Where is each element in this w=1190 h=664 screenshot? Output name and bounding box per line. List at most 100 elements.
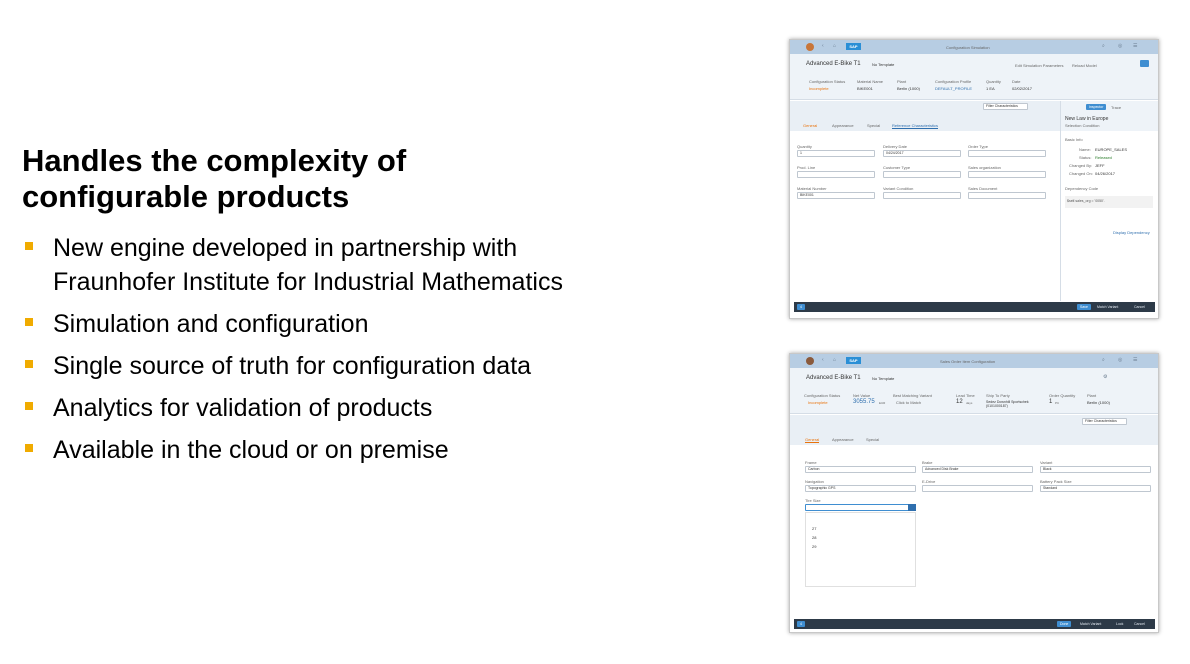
tab-inspector[interactable]: Inspector (1086, 104, 1107, 110)
delivery-date-input[interactable]: 04/24/2017 (883, 150, 961, 157)
field-label: Frame (805, 460, 817, 465)
dropdown-option[interactable]: 28 (812, 535, 817, 540)
dependency-code-label: Dependency Code (1065, 186, 1099, 191)
field-label: Sales organization (968, 165, 1001, 170)
panel-header-bg (1061, 101, 1158, 131)
match-variant-button[interactable]: Match Variant (1097, 305, 1119, 309)
field-label: Brake (922, 460, 933, 465)
match-variant-button[interactable]: Match Variant (1080, 622, 1102, 626)
cancel-button[interactable]: Cancel (1134, 622, 1145, 626)
attr-label: Lead Time (956, 393, 975, 398)
customer-type-input[interactable] (883, 171, 961, 178)
tab-special[interactable]: Special (866, 437, 880, 442)
screenshot-configuration-simulation: ‹ ⌂ SAP Configuration Simulation ⌕ ◎ ☰ A… (789, 39, 1159, 319)
attr-value: Berlin (1000) (1087, 400, 1110, 405)
tab-reference-characteristics[interactable]: Reference Characteristics (892, 123, 939, 129)
section-title: Basic Info (1065, 137, 1083, 142)
info-label: Changed By: (1069, 163, 1093, 168)
tab-general[interactable]: General (803, 123, 818, 128)
home-icon[interactable]: ⌂ (833, 43, 837, 49)
material-number-input[interactable]: BIKE001 (797, 192, 875, 199)
field-label: Variant Condition (883, 186, 914, 191)
template-label[interactable]: No Template (872, 62, 895, 67)
template-label[interactable]: No Template (872, 376, 895, 381)
dropdown-option[interactable]: 27 (812, 526, 817, 531)
help-icon[interactable]: ◎ (1118, 357, 1123, 363)
tab-appearance[interactable]: Appearance (832, 123, 854, 128)
back-icon[interactable]: ‹ (822, 357, 824, 363)
attr-label: Configuration Profile (935, 79, 972, 84)
cancel-button[interactable]: Cancel (1134, 305, 1145, 309)
app-title[interactable]: Sales Order Item Configuration (940, 359, 996, 364)
footer-toolbar: 4 Save Match Variant Cancel (794, 302, 1155, 312)
attr-value: Incomplete (809, 86, 829, 91)
messages-button[interactable]: 4 (797, 304, 805, 310)
avatar[interactable] (806, 357, 814, 365)
sales-organization-input[interactable] (968, 171, 1046, 178)
attr-label: Best Matching Variant (893, 393, 932, 398)
bullet-item: Single source of truth for configuration… (22, 349, 622, 383)
sales-document-input[interactable] (968, 192, 1046, 199)
field-label: Customer Type (883, 165, 911, 170)
dropdown-arrow-button[interactable] (908, 504, 916, 511)
click-to-match-link[interactable]: Click to Match (896, 400, 922, 405)
field-label: Battery Pack Size (1040, 479, 1072, 484)
object-header: Advanced E-Bike T1 No Template Edit Simu… (790, 54, 1158, 100)
object-title: Advanced E-Bike T1 (806, 375, 861, 381)
e-drive-select[interactable] (922, 485, 1033, 492)
menu-icon[interactable]: ☰ (1133, 357, 1138, 363)
search-icon[interactable]: ⌕ (1102, 43, 1105, 49)
attr-label: Quantity (986, 79, 1001, 84)
attr-value: BIKE001 (857, 86, 873, 91)
battery-pack-size-select[interactable]: Standard (1040, 485, 1151, 492)
navigation-select[interactable]: Topographic GPS (805, 485, 916, 492)
tab-appearance[interactable]: Appearance (832, 437, 854, 442)
attr-value: 1 (1049, 399, 1053, 405)
prod-line-input[interactable] (797, 171, 875, 178)
help-icon[interactable]: ◎ (1118, 43, 1123, 49)
bullet-item: New engine developed in partnership with… (22, 231, 622, 299)
messages-button[interactable]: 4 (797, 621, 805, 627)
search-icon[interactable]: ⌕ (1102, 357, 1105, 363)
edit-simulation-parameters-link[interactable]: Edit Simulation Parameters (1015, 63, 1064, 68)
net-value: 3055.75 (853, 399, 875, 405)
menu-icon[interactable]: ☰ (1133, 43, 1138, 49)
home-icon[interactable]: ⌂ (833, 357, 837, 363)
dropdown-option[interactable]: 29 (812, 544, 817, 549)
settings-icon[interactable]: ⚙ (1103, 374, 1108, 380)
tab-special[interactable]: Special (867, 123, 881, 128)
lock-button[interactable]: Lock (1116, 622, 1124, 626)
reload-model-link[interactable]: Reload Model (1072, 63, 1097, 68)
variant-select[interactable]: Black (1040, 466, 1151, 473)
bullet-text: Available in the cloud or on premise (53, 436, 449, 464)
panel-toggle-button[interactable] (1140, 60, 1149, 67)
info-value: Released (1095, 155, 1112, 160)
tab-general[interactable]: General (805, 437, 820, 443)
avatar[interactable] (806, 43, 814, 51)
inspector-panel: Inspector Trace New Law in Europe Select… (1060, 101, 1158, 301)
filter-characteristics-input[interactable]: Filter Characteristics (1082, 418, 1127, 425)
form-area: Quantity 1 Delivery Date 04/24/2017 Orde… (790, 131, 1060, 301)
brake-input[interactable]: Advanced Disk Brake (922, 466, 1033, 473)
back-icon[interactable]: ‹ (822, 43, 824, 49)
field-label: Tire Size (805, 498, 821, 503)
tab-trace[interactable]: Trace (1111, 105, 1122, 110)
attr-label: Material Name (857, 79, 884, 84)
attr-label: Ship To Party (986, 393, 1010, 398)
info-label: Changed On: (1069, 171, 1093, 176)
display-dependency-link[interactable]: Display Dependency (1113, 230, 1150, 235)
quantity-input[interactable]: 1 (797, 150, 875, 157)
variant-condition-input[interactable] (883, 192, 961, 199)
filter-characteristics-input[interactable]: Filter Characteristics (983, 103, 1028, 110)
sap-logo: SAP (846, 43, 861, 50)
app-title[interactable]: Configuration Simulation (946, 45, 990, 50)
field-label: Quantity (797, 144, 812, 149)
frame-select[interactable]: Carbon (805, 466, 916, 473)
dependency-code-box: $self.sales_org = '0050'. (1065, 196, 1153, 208)
save-button[interactable]: Save (1077, 304, 1091, 310)
done-button[interactable]: Done (1057, 621, 1072, 627)
attr-label: Plant (1087, 393, 1097, 398)
field-label: Order Type (968, 144, 988, 149)
tire-size-combobox[interactable] (805, 504, 916, 511)
order-type-input[interactable] (968, 150, 1046, 157)
